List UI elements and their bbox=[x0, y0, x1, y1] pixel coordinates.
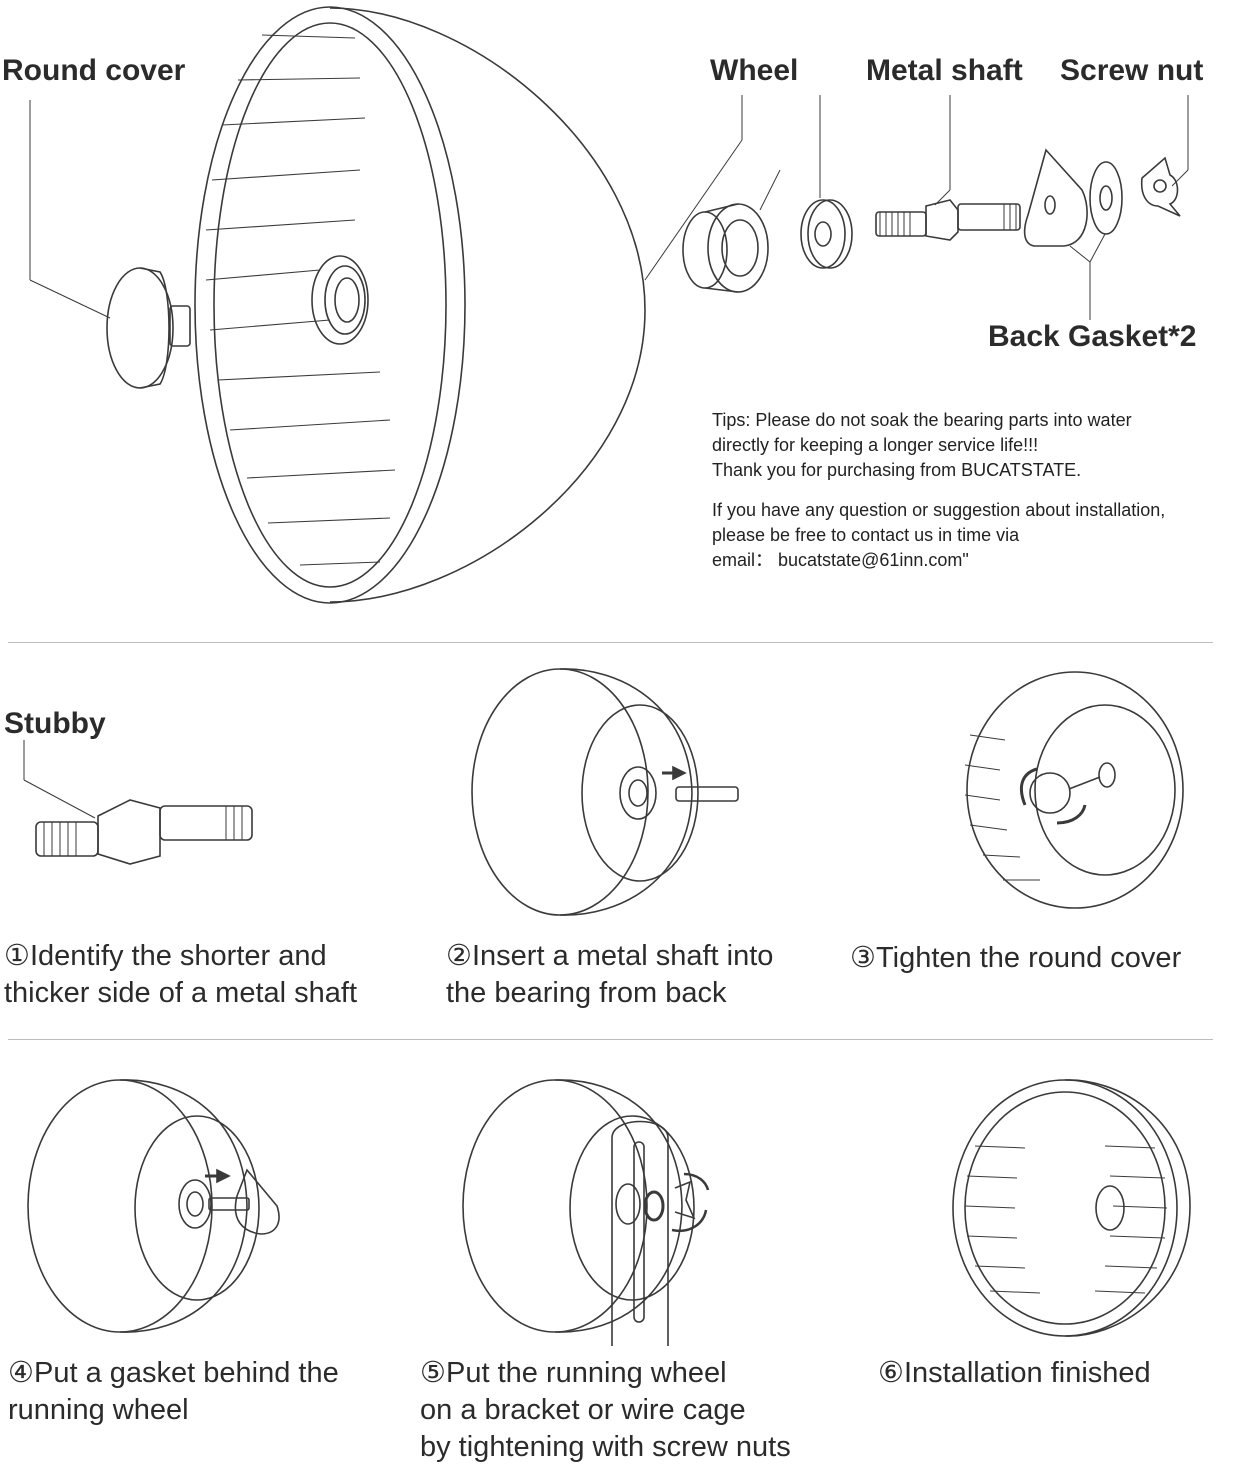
label-wheel: Wheel bbox=[710, 54, 799, 87]
step3-tighten-illustration bbox=[945, 665, 1205, 920]
contact-line: If you have any question or suggestion a… bbox=[712, 500, 1166, 520]
step-1-line: ①Identify the shorter and bbox=[4, 940, 327, 972]
step-5-line: by tightening with screw nuts bbox=[420, 1431, 791, 1463]
step-5-line: ⑤Put the running wheel bbox=[420, 1357, 727, 1389]
tips-text: Tips: Please do not soak the bearing par… bbox=[712, 408, 1132, 483]
label-stubby: Stubby bbox=[4, 707, 106, 740]
step-2-line: the bearing from back bbox=[446, 977, 727, 1009]
step-3-line: ③Tighten the round cover bbox=[850, 942, 1182, 974]
step6-finished-illustration bbox=[945, 1076, 1195, 1346]
step-2-caption: ②Insert a metal shaft into the bearing f… bbox=[446, 938, 773, 1012]
section-divider bbox=[8, 1039, 1213, 1040]
step-5-line: on a bracket or wire cage bbox=[420, 1394, 746, 1426]
step4-gasket-illustration bbox=[25, 1078, 325, 1338]
section-divider bbox=[8, 642, 1213, 643]
step-2-line: ②Insert a metal shaft into bbox=[446, 940, 774, 972]
step-6-line: ⑥Installation finished bbox=[878, 1357, 1151, 1389]
step5-bracket-illustration bbox=[460, 1078, 720, 1348]
label-round-cover: Round cover bbox=[2, 54, 186, 87]
label-metal-shaft: Metal shaft bbox=[866, 54, 1023, 87]
step-4-caption: ④Put a gasket behind the running wheel bbox=[8, 1355, 339, 1429]
step1-shaft-illustration bbox=[0, 740, 300, 880]
tips-line: Tips: Please do not soak the bearing par… bbox=[712, 410, 1132, 430]
step-3-caption: ③Tighten the round cover bbox=[850, 940, 1181, 977]
step-4-line: running wheel bbox=[8, 1394, 189, 1426]
step-6-caption: ⑥Installation finished bbox=[878, 1355, 1151, 1392]
contact-text: If you have any question or suggestion a… bbox=[712, 498, 1165, 573]
step-1-line: thicker side of a metal shaft bbox=[4, 977, 357, 1009]
tips-line: Thank you for purchasing from BUCATSTATE… bbox=[712, 460, 1082, 480]
step-4-line: ④Put a gasket behind the bbox=[8, 1357, 339, 1389]
wheel-exploded-illustration bbox=[0, 0, 1246, 620]
contact-email: email： bucatstate@61inn.com" bbox=[712, 550, 969, 570]
step-1-caption: ①Identify the shorter and thicker side o… bbox=[4, 938, 357, 1012]
step-5-caption: ⑤Put the running wheel on a bracket or w… bbox=[420, 1355, 791, 1466]
label-back-gasket: Back Gasket*2 bbox=[988, 320, 1197, 353]
label-screw-nut: Screw nut bbox=[1060, 54, 1204, 87]
step2-insert-illustration bbox=[470, 665, 770, 920]
contact-line: please be free to contact us in time via bbox=[712, 525, 1020, 545]
tips-line: directly for keeping a longer service li… bbox=[712, 435, 1039, 455]
